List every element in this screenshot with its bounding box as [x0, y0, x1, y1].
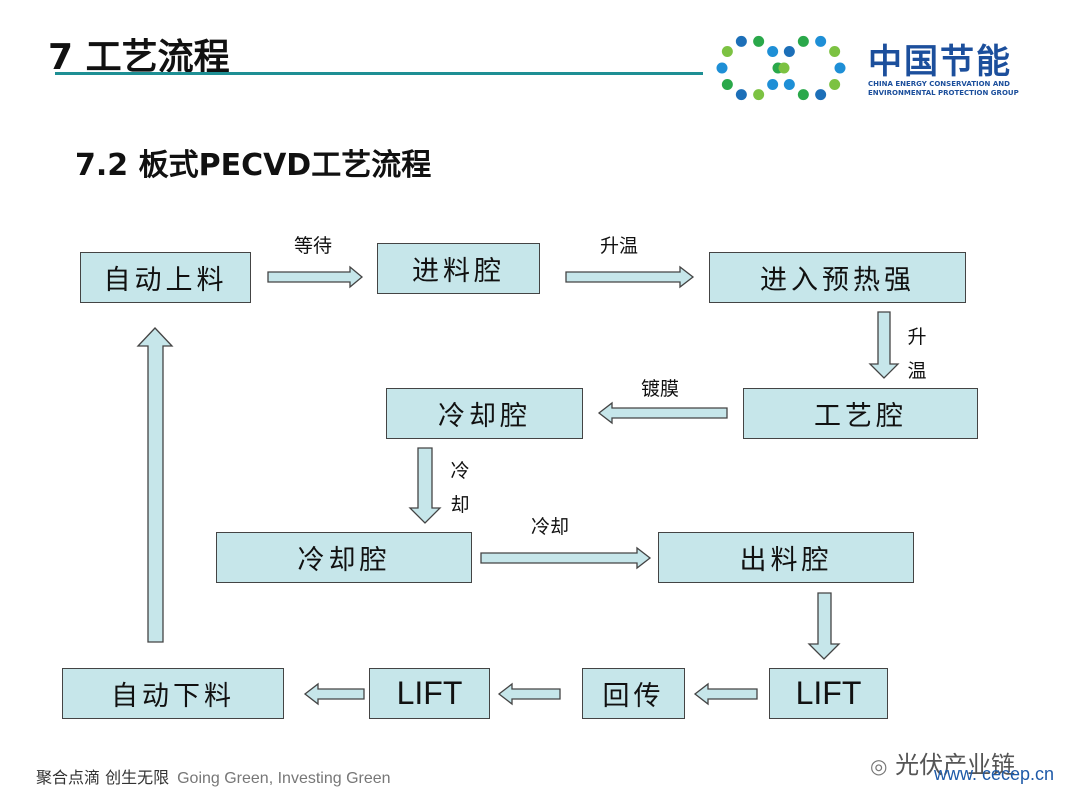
watermark: ◎ 光伏产业链 — [870, 745, 1015, 780]
logo-dot — [716, 62, 728, 74]
logo-dot — [815, 35, 827, 47]
node-auto-load: 自动上料 — [80, 252, 251, 303]
arrow-load-to-feed — [267, 265, 364, 289]
footer-slogan: 聚合点滴 创生无限 Going Green, Investing Green — [36, 764, 391, 788]
arrow-lift-to-return — [693, 682, 758, 706]
logo-dot — [767, 46, 779, 58]
label-cool-char1: 冷 — [450, 460, 470, 482]
logo-dot — [753, 89, 765, 101]
page-title: 7 工艺流程 — [48, 37, 230, 78]
node-feed-chamber: 进料腔 — [377, 243, 540, 294]
node-preheat: 进入预热强 — [709, 252, 966, 303]
logo-subtitle-line2: ENVIRONMENTAL PROTECTION GROUP — [868, 89, 1019, 97]
footer-slogan-en: Going Green, Investing Green — [177, 770, 391, 787]
logo-dot — [721, 46, 733, 58]
arrow-process-to-cooling1 — [597, 401, 728, 425]
logo-dot — [834, 62, 846, 74]
logo-dot — [783, 78, 795, 90]
label-heat-up-2-char2: 温 — [907, 360, 927, 382]
watermark-text: 光伏产业链 — [895, 751, 1016, 779]
node-return-transfer: 回传 — [582, 668, 685, 719]
label-heat-up-2: 升 温 — [906, 320, 928, 388]
logo-dot — [797, 89, 809, 101]
arrow-return-to-lift — [497, 682, 561, 706]
logo-dot — [783, 46, 795, 58]
node-lift-left: LIFT — [369, 668, 490, 719]
node-auto-unload: 自动下料 — [62, 668, 284, 719]
label-cool-horizontal: 冷却 — [531, 516, 570, 538]
logo-dot — [753, 35, 765, 47]
logo-dot — [721, 78, 733, 90]
arrow-feed-to-preheat — [565, 265, 695, 289]
logo-dot — [797, 35, 809, 47]
label-heat-up-2-char1: 升 — [907, 326, 927, 348]
footer-slogan-cn: 聚合点滴 创生无限 — [36, 768, 170, 787]
arrow-cooling2-to-discharge — [480, 546, 652, 570]
logo-dot — [735, 35, 747, 47]
node-cooling-chamber-1: 冷却腔 — [386, 388, 583, 439]
arrow-preheat-to-process — [868, 311, 900, 379]
logo-subtitle: CHINA ENERGY CONSERVATION AND ENVIRONMEN… — [868, 80, 1019, 98]
logo-dot — [829, 78, 841, 90]
node-lift-right: LIFT — [769, 668, 888, 719]
title-underline — [55, 72, 703, 75]
footer-url: www. cecep.cn — [934, 764, 1055, 784]
arrow-cooling1-to-cooling2 — [408, 447, 442, 524]
label-coating: 镀膜 — [641, 378, 680, 400]
section-subtitle: 7.2 板式PECVD工艺流程 — [75, 148, 432, 183]
logo-dot — [735, 89, 747, 101]
node-process-chamber: 工艺腔 — [743, 388, 978, 439]
logo-dot — [829, 46, 841, 58]
logo-dot — [778, 62, 790, 74]
arrow-unload-to-load — [136, 327, 174, 643]
company-logo-icon — [716, 35, 846, 101]
label-wait: 等待 — [294, 235, 333, 257]
label-heat-up-1: 升温 — [600, 235, 639, 257]
logo-name: 中国节能 — [868, 42, 1012, 82]
wechat-icon: ◎ — [870, 754, 888, 778]
logo-dot — [815, 89, 827, 101]
logo-dot — [767, 78, 779, 90]
logo-subtitle-line1: CHINA ENERGY CONSERVATION AND — [868, 80, 1010, 88]
arrow-lift-to-unload — [303, 682, 365, 706]
node-discharge-chamber: 出料腔 — [658, 532, 914, 583]
node-cooling-chamber-2: 冷却腔 — [216, 532, 472, 583]
label-cool-vertical: 冷 却 — [449, 454, 471, 522]
arrow-discharge-to-lift — [807, 592, 841, 660]
label-cool-char2: 却 — [450, 494, 470, 516]
